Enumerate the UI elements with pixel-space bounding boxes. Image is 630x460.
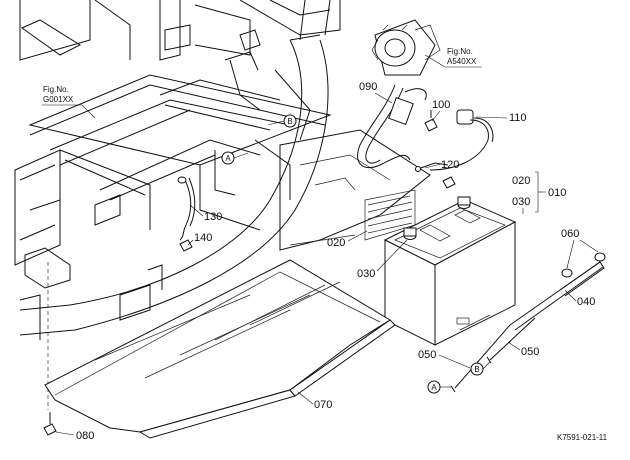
svg-text:B: B [287, 117, 292, 126]
tractor-frame [14, 0, 431, 410]
floor-cover [44, 259, 396, 439]
callout-010: 010 [548, 187, 566, 199]
figure-ref-g001-line1: Fig.No. [43, 85, 69, 94]
callout-100: 100 [432, 99, 450, 111]
callout-050-left: 050 [418, 349, 436, 361]
hardware [43, 110, 606, 436]
figure-ref-a540-line1: Fig.No. [447, 47, 473, 56]
callout-060: 060 [561, 228, 579, 240]
callout-020-left: 020 [327, 237, 345, 249]
callout-140: 140 [194, 232, 212, 244]
callout-130: 130 [204, 211, 222, 223]
marker-b-top: B [267, 114, 297, 128]
callout-120: 120 [441, 159, 459, 171]
marker-a-top: A [221, 151, 249, 165]
callout-080: 080 [76, 430, 94, 442]
callout-050-right: 050 [521, 346, 539, 358]
callout-090: 090 [359, 81, 377, 93]
figure-ref-a540: Fig.No. A540XX [424, 47, 482, 68]
figure-ref-a540-line2: A540XX [447, 57, 477, 66]
svg-text:A: A [225, 154, 231, 163]
figure-ref-g001-line2: G001XX [43, 95, 74, 104]
marker-a-bottom: A [427, 380, 452, 394]
callout-030-right: 030 [512, 196, 530, 208]
svg-text:A: A [431, 383, 437, 392]
callout-020-right: 020 [512, 175, 530, 187]
figure-ref-g001: Fig.No. G001XX [42, 85, 96, 119]
svg-text:B: B [474, 365, 479, 374]
battery-hold-down [450, 261, 605, 393]
drawing-code: K7591-021-11 [557, 433, 608, 442]
battery-cables [177, 84, 494, 241]
callout-040: 040 [577, 296, 595, 308]
callout-110: 110 [509, 112, 527, 124]
starter-motor [371, 19, 441, 76]
callout-labels: 090 100 110 120 130 140 020 030 020 030 … [55, 81, 599, 442]
battery [364, 189, 517, 346]
callout-070: 070 [314, 399, 332, 411]
marker-b-bottom: B [470, 361, 491, 376]
callout-030-left: 030 [357, 268, 375, 280]
